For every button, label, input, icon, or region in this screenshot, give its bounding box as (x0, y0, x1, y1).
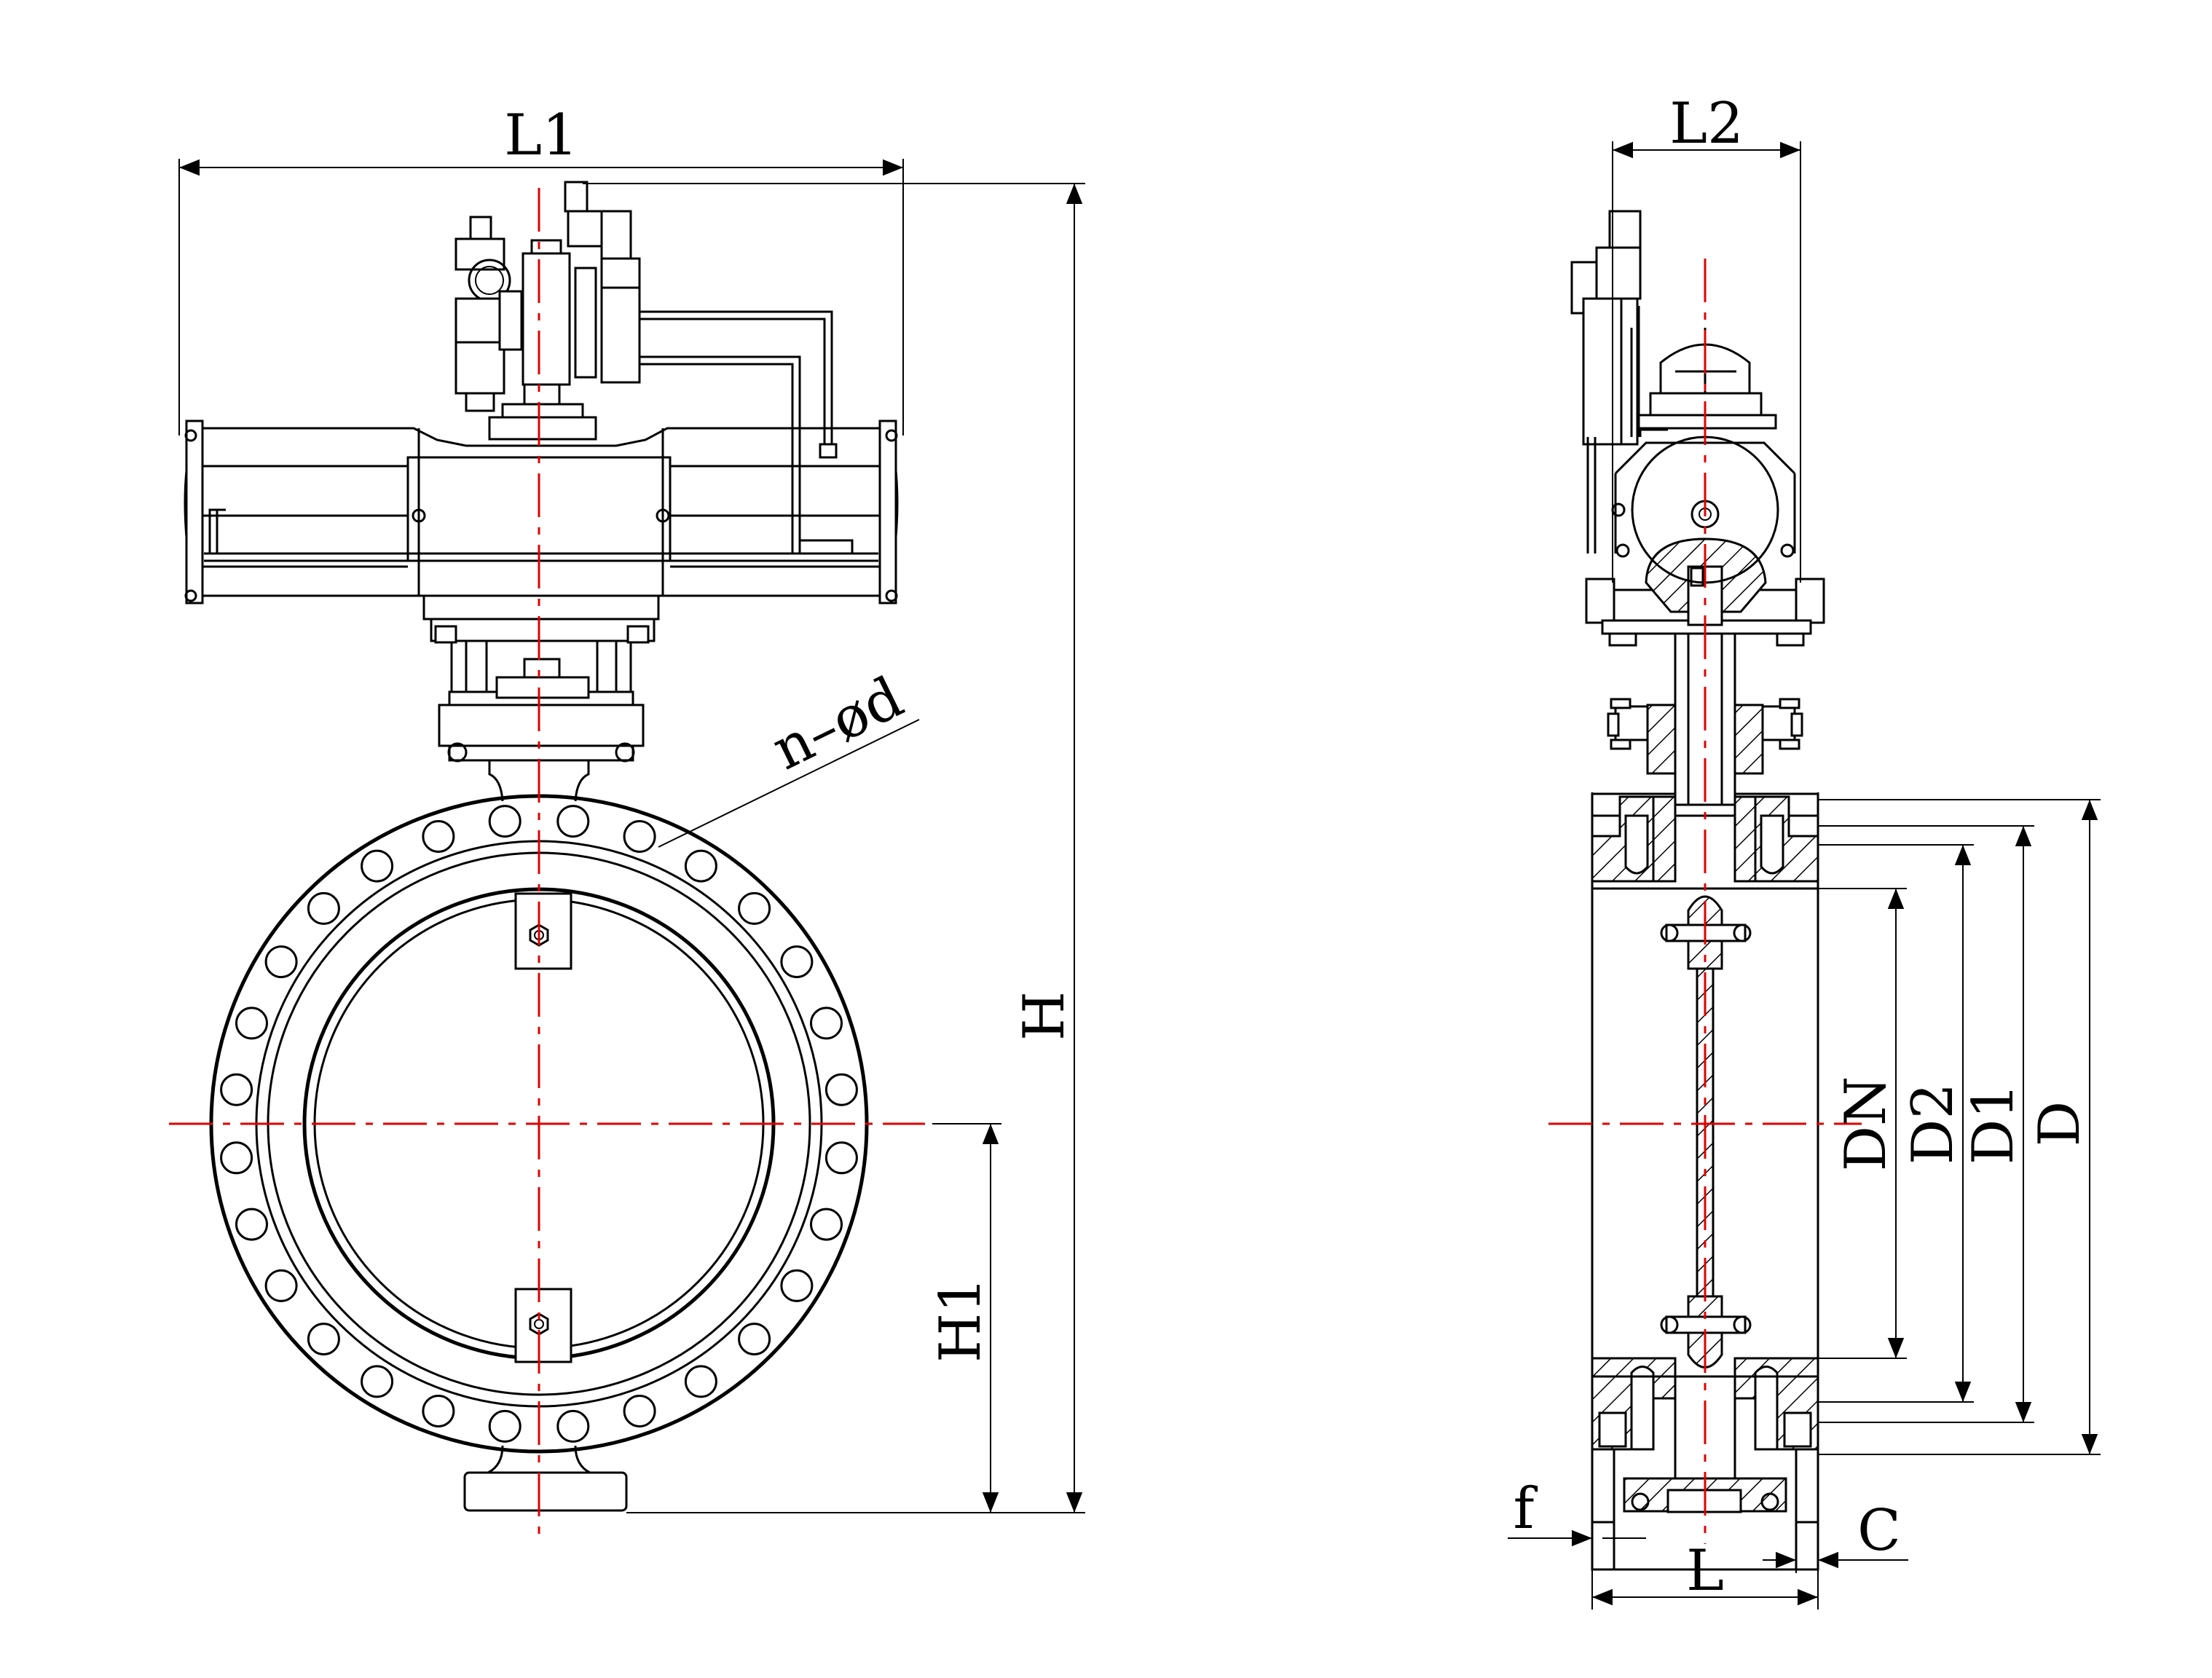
bolt-hole (488, 1409, 521, 1443)
dim-D1: D1 (1818, 825, 2034, 1423)
bolt-holes (220, 805, 858, 1443)
label-DN: DN (1833, 1076, 1899, 1172)
bottom-foot (463, 1445, 628, 1512)
dim-L2: L2 (1612, 91, 1801, 583)
bolt-hole (684, 1365, 717, 1398)
side-view: L2 DN D2 D1 D (1508, 91, 2101, 1610)
solenoid-valve (564, 181, 641, 384)
dim-f: f (1508, 1476, 1646, 1551)
leader-n-d: n–ød (658, 665, 920, 848)
bolt-hole (810, 1007, 843, 1040)
bolt-hole (235, 1208, 268, 1241)
label-D1: D1 (1961, 1083, 2026, 1165)
side-stem (1585, 537, 1825, 806)
bolt-hole (738, 1323, 771, 1356)
bolt-hole (361, 849, 394, 883)
bolt-hole (264, 1269, 298, 1302)
bolt-hole (824, 1073, 858, 1106)
bolt-hole (623, 1395, 656, 1427)
front-view: L1 n–ød H H1 (169, 103, 1085, 1537)
label-f: f (1514, 1476, 1538, 1542)
bolt-hole (810, 1208, 843, 1241)
disc-retainer-top (514, 892, 572, 970)
actuator-top-mount (488, 383, 597, 441)
label-H1: H1 (928, 1277, 993, 1363)
bolt-hole (307, 891, 340, 925)
dim-D: D (1818, 799, 2101, 1455)
side-accessories (1570, 210, 1668, 554)
air-filter-regulator (454, 216, 511, 412)
bolt-hole (488, 805, 521, 838)
bolt-hole (623, 820, 656, 853)
bolt-hole (235, 1007, 268, 1040)
dim-H: H (583, 183, 1085, 1513)
label-L: L (1686, 1538, 1724, 1604)
side-body (1591, 792, 1819, 1571)
bolt-hole (361, 1365, 394, 1398)
bolt-hole (422, 1395, 455, 1427)
positioner (498, 239, 597, 386)
bolt-hole (264, 945, 298, 979)
dim-C: C (1763, 1498, 1908, 1573)
dim-DN: DN (1818, 888, 1907, 1359)
disc-retainer-bottom (514, 1288, 572, 1363)
air-tubing (208, 310, 838, 554)
label-n-d: n–ød (763, 665, 913, 783)
bolt-hole (556, 805, 590, 838)
dim-H1: H1 (928, 1123, 1001, 1513)
bolt-hole (780, 1269, 814, 1302)
bolt-hole (220, 1141, 253, 1175)
label-D: D (2027, 1101, 2093, 1147)
limit-switch-box (1636, 328, 1777, 430)
label-C: C (1857, 1498, 1901, 1564)
bolt-hole (824, 1141, 858, 1175)
bolt-hole (307, 1323, 340, 1356)
dim-L1: L1 (178, 103, 904, 436)
label-D2: D2 (1900, 1083, 1966, 1165)
label-L2: L2 (1669, 91, 1743, 157)
label-H: H (1012, 991, 1077, 1041)
bolt-hole (220, 1073, 253, 1106)
pneumatic-actuator (184, 420, 899, 604)
bolt-hole (684, 849, 717, 883)
bolt-hole (422, 820, 455, 853)
valve-neck (422, 594, 660, 802)
bolt-hole (780, 945, 814, 979)
bolt-hole (556, 1409, 590, 1443)
dim-D2: D2 (1818, 844, 1974, 1403)
label-L1: L1 (504, 103, 578, 168)
bolt-hole (738, 891, 771, 925)
dim-L: L (1591, 1538, 1819, 1610)
